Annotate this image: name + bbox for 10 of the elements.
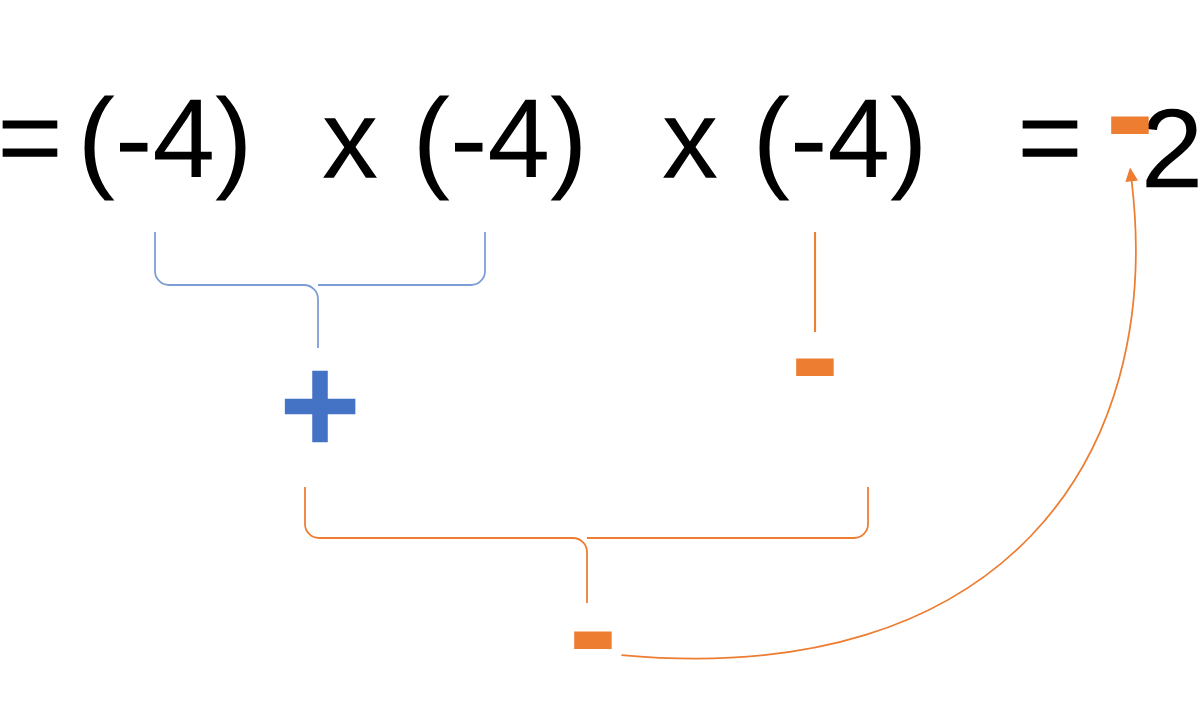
plus-sign: + xyxy=(284,370,356,443)
equation-term: = xyxy=(1022,120,1078,157)
equation-term: (-4) xyxy=(419,95,581,201)
minus-sign: - xyxy=(796,358,834,377)
equation-term: x xyxy=(323,118,377,178)
equation-term: (-4) xyxy=(84,95,246,201)
equation-term: (-4) xyxy=(759,95,921,201)
minus-sign: - xyxy=(574,631,612,650)
equation-term: = xyxy=(2,120,58,157)
equation-term: x xyxy=(663,118,717,178)
